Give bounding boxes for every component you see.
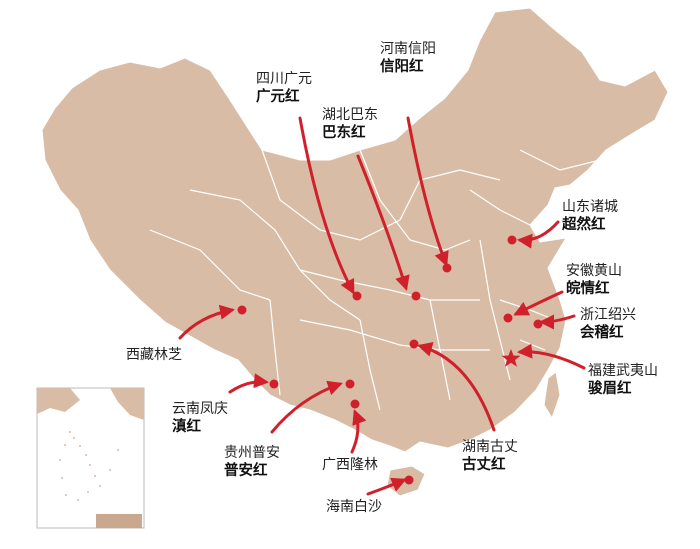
label-hainan: 海南白沙	[326, 498, 382, 516]
arrow-hubei	[356, 154, 410, 291]
tea-name: 古丈红	[462, 457, 506, 473]
arrow-hunan	[417, 342, 496, 432]
label-hubei: 湖北巴东 巴东红	[322, 106, 378, 142]
label-fujian: 福建武夷山 骏眉红	[588, 362, 658, 398]
star-icon	[501, 349, 521, 367]
arrow-henan	[406, 116, 449, 267]
location-name: 海南白沙	[326, 499, 382, 515]
label-zhejiang: 浙江绍兴 会稽红	[580, 306, 636, 342]
location-name: 安徽黄山	[566, 263, 622, 279]
taiwan-island	[543, 371, 561, 420]
marker-shandong	[507, 235, 517, 245]
arrows	[178, 116, 586, 496]
location-name: 贵州普安	[224, 445, 280, 461]
marker-henan	[442, 263, 452, 273]
marker-guizhou	[345, 379, 355, 389]
arrow-sichuan	[298, 116, 355, 295]
label-henan: 河南信阳 信阳红	[380, 40, 436, 76]
location-name: 福建武夷山	[588, 363, 658, 379]
marker-hunan	[409, 339, 419, 349]
tea-name: 滇红	[172, 419, 201, 435]
location-name: 湖北巴东	[322, 107, 378, 123]
label-shandong: 山东诸城 超然红	[562, 198, 618, 234]
marker-anhui	[503, 313, 513, 323]
marker-sichuan	[352, 291, 362, 301]
arrow-fujian	[517, 343, 586, 370]
tea-name: 广元红	[256, 89, 300, 105]
label-yunnan: 云南凤庆 滇红	[172, 400, 228, 436]
south-china-sea-inset	[36, 387, 145, 529]
province-borders	[149, 149, 601, 411]
arrow-hainan	[366, 477, 407, 496]
tea-name: 普安红	[224, 463, 268, 479]
arrow-guangxi	[350, 409, 367, 454]
location-name: 广西隆林	[322, 457, 378, 473]
location-name: 河南信阳	[380, 41, 436, 57]
arrow-anhui	[513, 290, 564, 316]
arrow-guizhou	[270, 380, 343, 434]
label-anhui: 安徽黄山 皖情红	[566, 262, 622, 298]
tea-name: 信阳红	[380, 59, 424, 75]
arrow-tibet	[178, 304, 235, 340]
location-name: 山东诸城	[562, 199, 618, 215]
location-name: 西藏林芝	[126, 347, 182, 363]
location-name: 云南凤庆	[172, 401, 228, 417]
marker-hubei	[411, 291, 421, 301]
label-tibet: 西藏林芝	[126, 346, 182, 364]
location-name: 湖南古丈	[462, 439, 518, 455]
markers	[237, 235, 543, 485]
marker-hainan	[404, 475, 414, 485]
label-sichuan: 四川广元 广元红	[256, 70, 312, 106]
arrow-shandong	[517, 220, 560, 249]
tea-name: 超然红	[562, 217, 606, 233]
arrow-yunnan	[228, 373, 269, 394]
tea-name: 骏眉红	[588, 381, 632, 397]
label-guangxi: 广西隆林	[322, 456, 378, 474]
location-name: 四川广元	[256, 71, 312, 87]
arrow-zhejiang	[539, 314, 576, 330]
marker-zhejiang	[533, 319, 543, 329]
mainland-shape	[41, 7, 669, 453]
marker-guangxi	[350, 399, 360, 409]
label-guizhou: 贵州普安 普安红	[224, 444, 280, 480]
label-hunan: 湖南古丈 古丈红	[462, 438, 518, 474]
location-name: 浙江绍兴	[580, 307, 636, 323]
tea-name: 会稽红	[580, 325, 624, 341]
tea-name: 巴东红	[322, 125, 366, 141]
tea-name: 皖情红	[566, 281, 610, 297]
marker-tibet	[237, 305, 247, 315]
marker-yunnan	[269, 379, 279, 389]
